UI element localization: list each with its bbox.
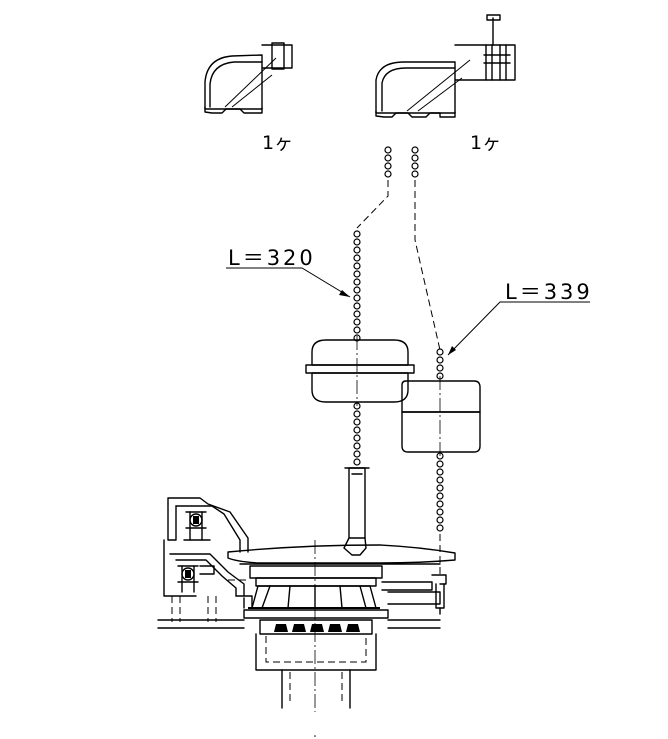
- left-bracket-assembly: [163, 497, 253, 622]
- flush-valve-body: [157, 467, 456, 712]
- left-chain: [353, 230, 361, 466]
- right-float: [401, 376, 481, 456]
- dimension-right: [447, 301, 590, 356]
- right-handle-part: [375, 14, 516, 118]
- chain-left-length-label: L＝320: [228, 246, 316, 270]
- reference-dot: [314, 735, 316, 737]
- chain-stubs: [356, 146, 441, 351]
- overflow-lever: [381, 574, 447, 615]
- right-chain: [436, 348, 444, 575]
- left-handle-part: [204, 42, 293, 114]
- dimension-left: [226, 267, 351, 298]
- left-part-quantity: 1ヶ: [262, 132, 293, 154]
- right-part-quantity: 1ヶ: [470, 132, 501, 154]
- left-float: [305, 336, 415, 406]
- chain-right-length-label: L＝339: [505, 280, 593, 304]
